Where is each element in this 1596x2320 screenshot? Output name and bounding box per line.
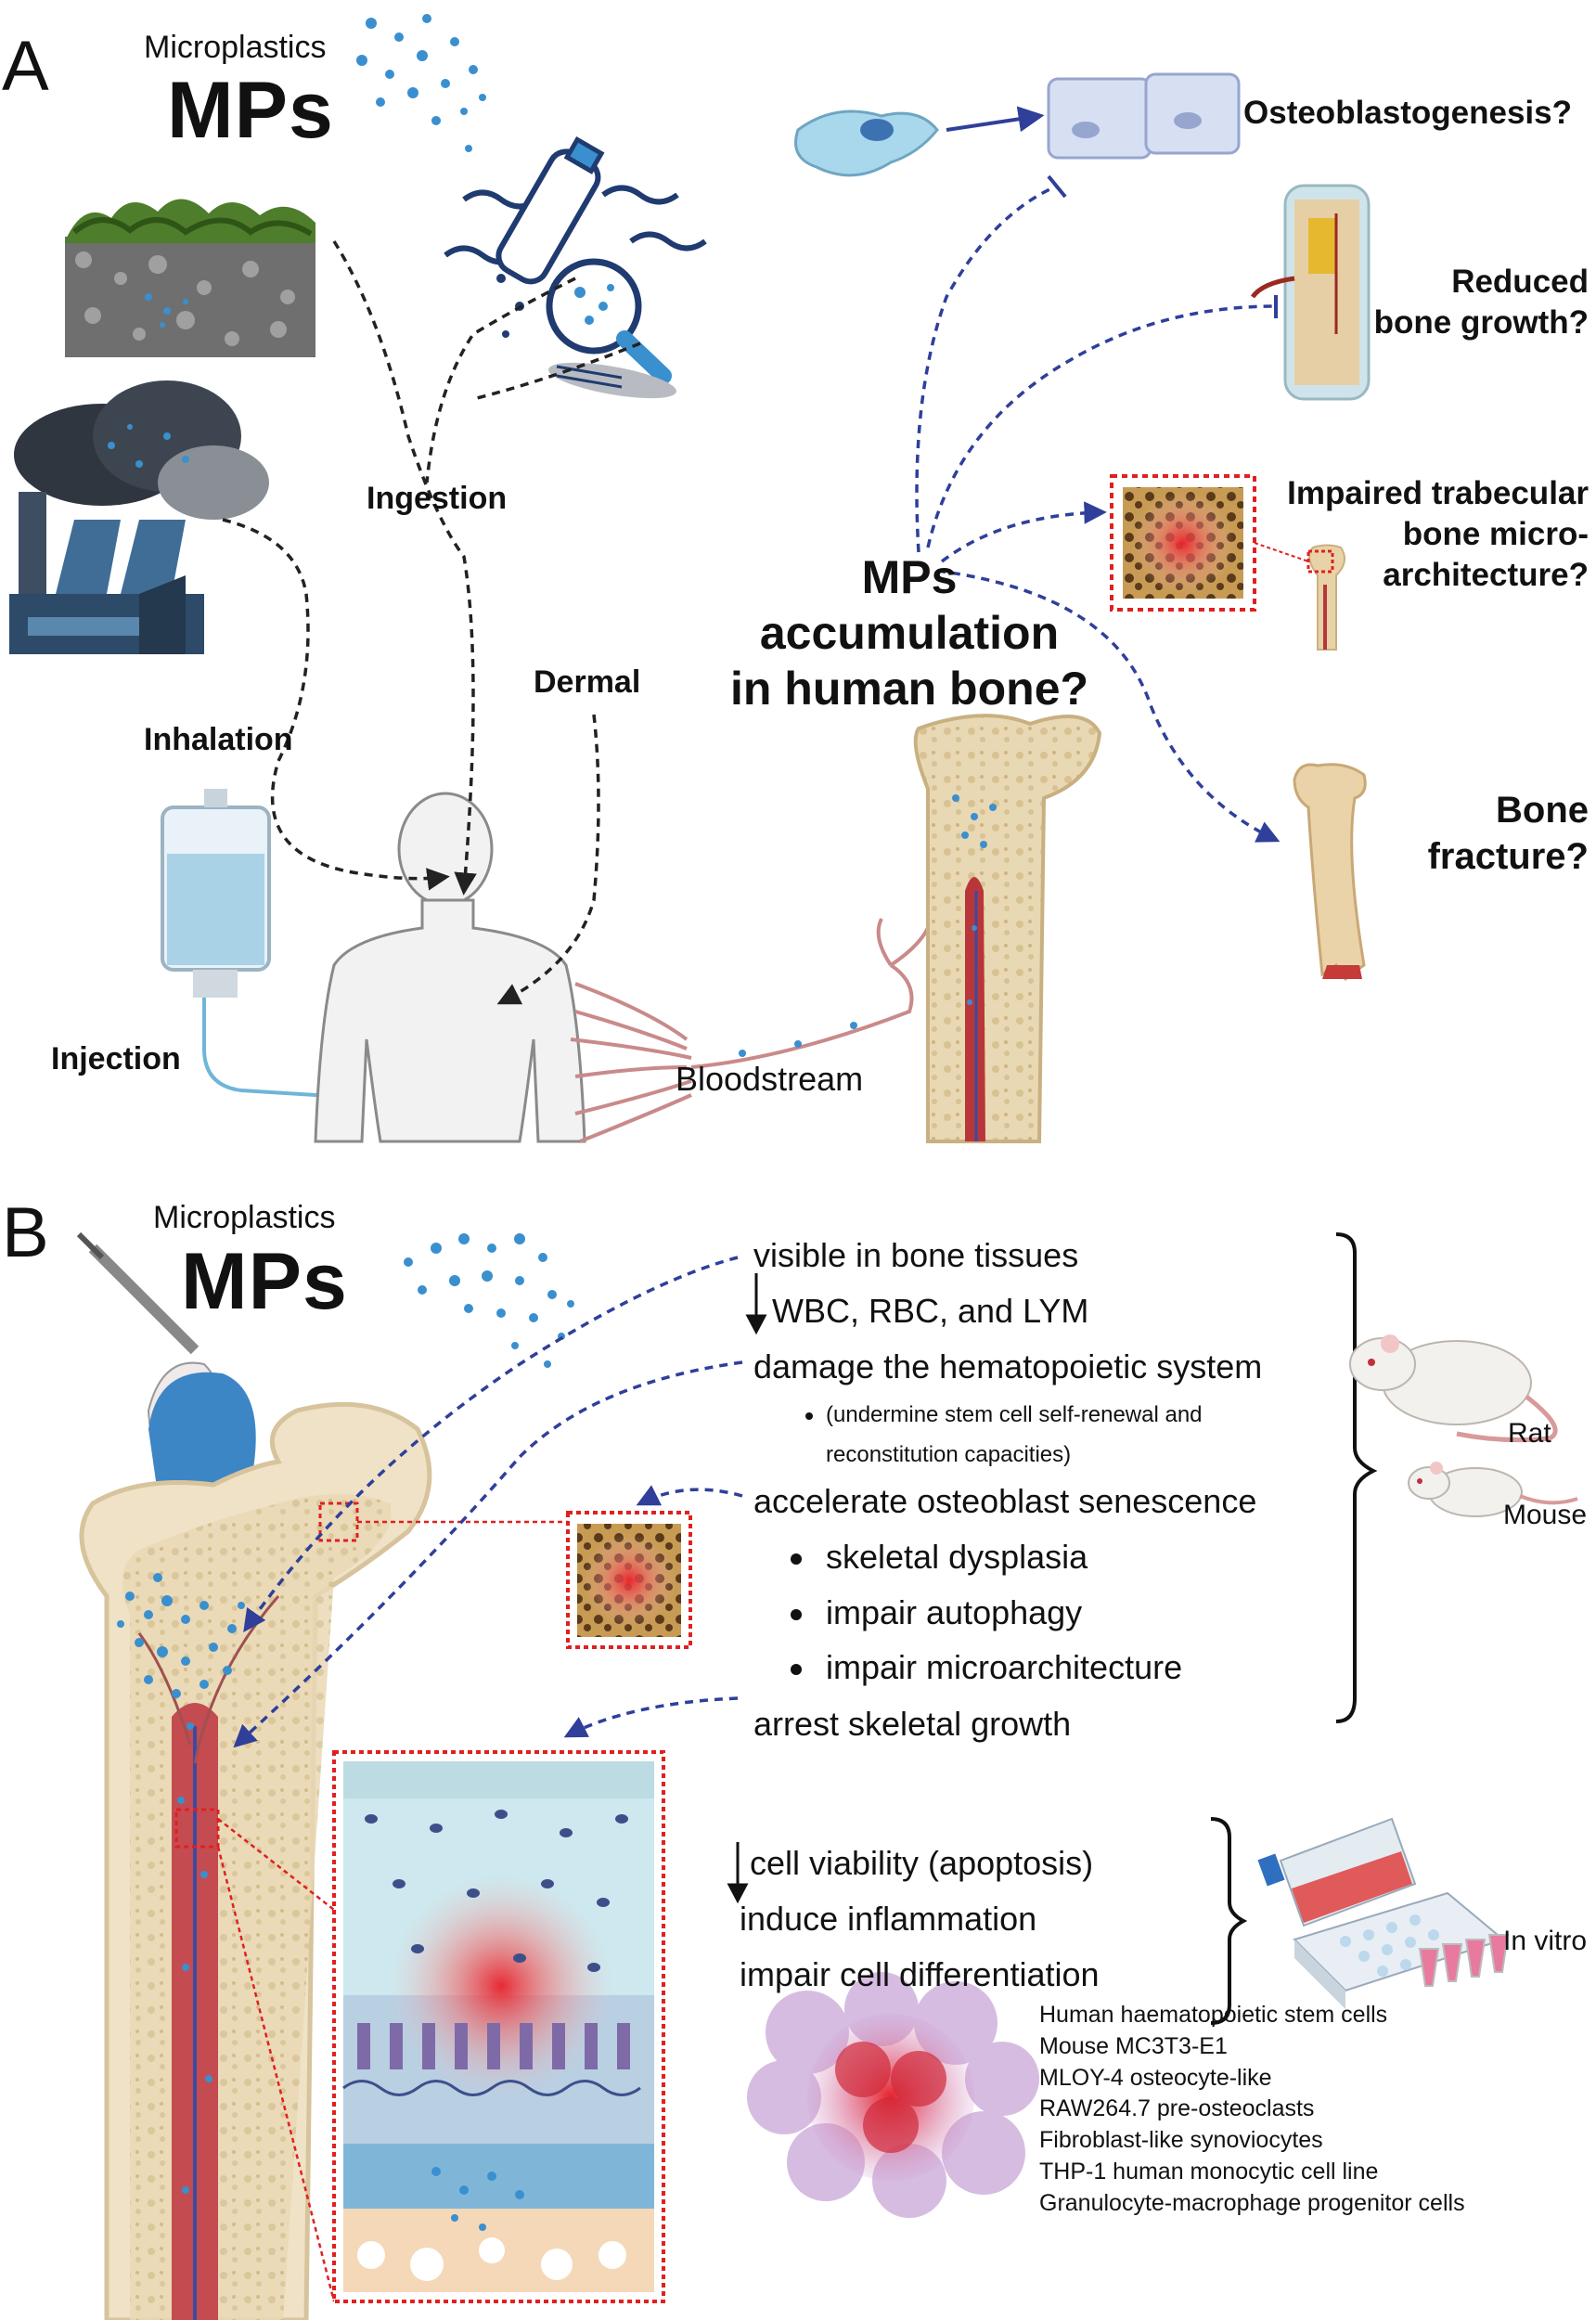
osteoblastogenesis-label: Osteoblastogenesis? [1243,95,1572,131]
microplastics-label-b: Microplastics [153,1200,336,1235]
mouse-label: Mouse [1503,1500,1588,1530]
fractured-bone-icon [1293,763,1367,982]
finding-senescence: accelerate osteoblast senescence [753,1482,1257,1520]
factory-icon [9,380,269,654]
in-vivo-brace [1335,1232,1378,1723]
small-femur-icon [1254,542,1345,651]
cell-line: MLOY-4 osteocyte-like [1039,2064,1272,2091]
fracture-line-1: Bone [1496,790,1589,831]
cell-culture-flask-icon [1257,1817,1417,1927]
mouse-icon [1408,1462,1578,1517]
cell-line: Fibroblast-like synoviocytes [1039,2127,1323,2153]
inhibit-bone-growth-arrow [926,304,1277,548]
trabecular-line-1: Impaired trabecular [1287,475,1589,511]
trabecular-cube-icon [566,1511,692,1649]
trabecular-arrow [940,501,1107,563]
iv-bag-icon [161,789,354,1111]
finding-hematopoietic: damage the hematopoietic system [753,1347,1263,1386]
microplastics-label: Microplastics [144,30,327,65]
cell-line: Human haematopoietic stem cells [1039,2002,1388,2028]
mps-title-b: MPs [181,1237,348,1326]
panel-a-letter: A [2,27,49,106]
trabecular-line-3: architecture? [1383,556,1589,593]
injection-label: Injection [51,1041,181,1076]
fracture-arrow [936,569,1281,843]
particle-spray-icon [356,14,486,152]
trabecular-label: Impaired trabecular bone micro- architec… [1264,473,1589,595]
finding-sub-1: (undermine stem cell self-renewal and [826,1402,1203,1427]
growth-arrow [563,1696,739,1738]
stem-cell-icon [794,110,939,177]
decrease-arrow-icon [745,1273,767,1335]
decrease-arrow-icon [727,1842,749,1904]
trabecular-cube-icon [1110,474,1256,612]
accumulation-line-2: accumulation [759,607,1060,659]
dermal-label: Dermal [534,664,641,700]
finding-visible: visible in bone tissues [753,1236,1079,1274]
cell-lines-list: Human haematopoietic stem cells Mouse MC… [1039,2000,1465,2219]
in-vitro-label: In vitro [1503,1926,1588,1956]
cell-cluster-icon [747,1972,1039,2218]
inhibit-osteoblastogenesis-arrow [915,184,1059,553]
in-vitro-brace [1210,1817,1248,2025]
cell-line: Mouse MC3T3-E1 [1039,2032,1228,2059]
growth-plate-inset-icon [332,1750,665,2303]
osteoblast-cells-icon [1047,72,1241,160]
mps-title: MPs [167,66,334,155]
femur-bone-icon [913,714,1102,1143]
finding-microarchitecture: impair microarchitecture [826,1648,1183,1686]
rat-label: Rat [1508,1418,1551,1449]
inhalation-arrow [222,518,450,891]
bloodstream-label: Bloodstream [676,1060,864,1098]
bone-growth-label: Reduced bone growth? [1336,262,1589,343]
mps-accumulation-question: MPs accumulation in human bone? [705,549,1113,716]
senescence-arrow [636,1485,743,1506]
rat-icon [1349,1334,1558,1443]
fracture-line-2: fracture? [1427,836,1589,877]
ingestion-label: Ingestion [367,481,508,516]
panel-b-letter: B [2,1193,49,1272]
inhalation-label: Inhalation [144,722,293,757]
particle-spray-icon [404,1233,574,1368]
invitro-viability: cell viability (apoptosis) [750,1844,1094,1882]
ocean-bottle-icon [444,135,707,399]
soil-icon [65,199,315,357]
femur-bone-icon [79,1401,432,2320]
invitro-differentiation: impair cell differentiation [740,1955,1100,1993]
cell-line: RAW264.7 pre-osteoclasts [1039,2095,1315,2122]
bloodstream-vessels-icon [570,918,930,1143]
finding-skeletal-growth: arrest skeletal growth [753,1705,1072,1743]
dermal-arrow [496,714,600,1005]
finding-autophagy: impair autophagy [826,1593,1083,1631]
cell-line: THP-1 human monocytic cell line [1039,2158,1379,2185]
bone-fracture-label: Bone fracture? [1373,787,1589,880]
accumulation-line-3: in human bone? [729,663,1089,715]
invitro-inflammation: induce inflammation [740,1900,1037,1938]
finding-dysplasia: skeletal dysplasia [826,1538,1088,1576]
trabecular-line-2: bone micro- [1402,515,1589,552]
sample-tubes-icon [1418,1934,1510,1987]
hematopoietic-arrow [233,1360,743,1748]
bone-growth-plate-icon [1250,184,1371,401]
human-body-icon [314,792,586,1143]
bone-growth-line-1: Reduced [1451,264,1589,300]
finding-sub-2: reconstitution capacities) [826,1442,1072,1467]
cell-line: Granulocyte-macrophage progenitor cells [1039,2189,1465,2216]
finding-wbc: WBC, RBC, and LYM [772,1292,1089,1330]
accumulation-line-1: MPs [861,551,958,603]
bone-growth-line-2: bone growth? [1373,303,1589,341]
bullet-icons [791,1412,813,1675]
